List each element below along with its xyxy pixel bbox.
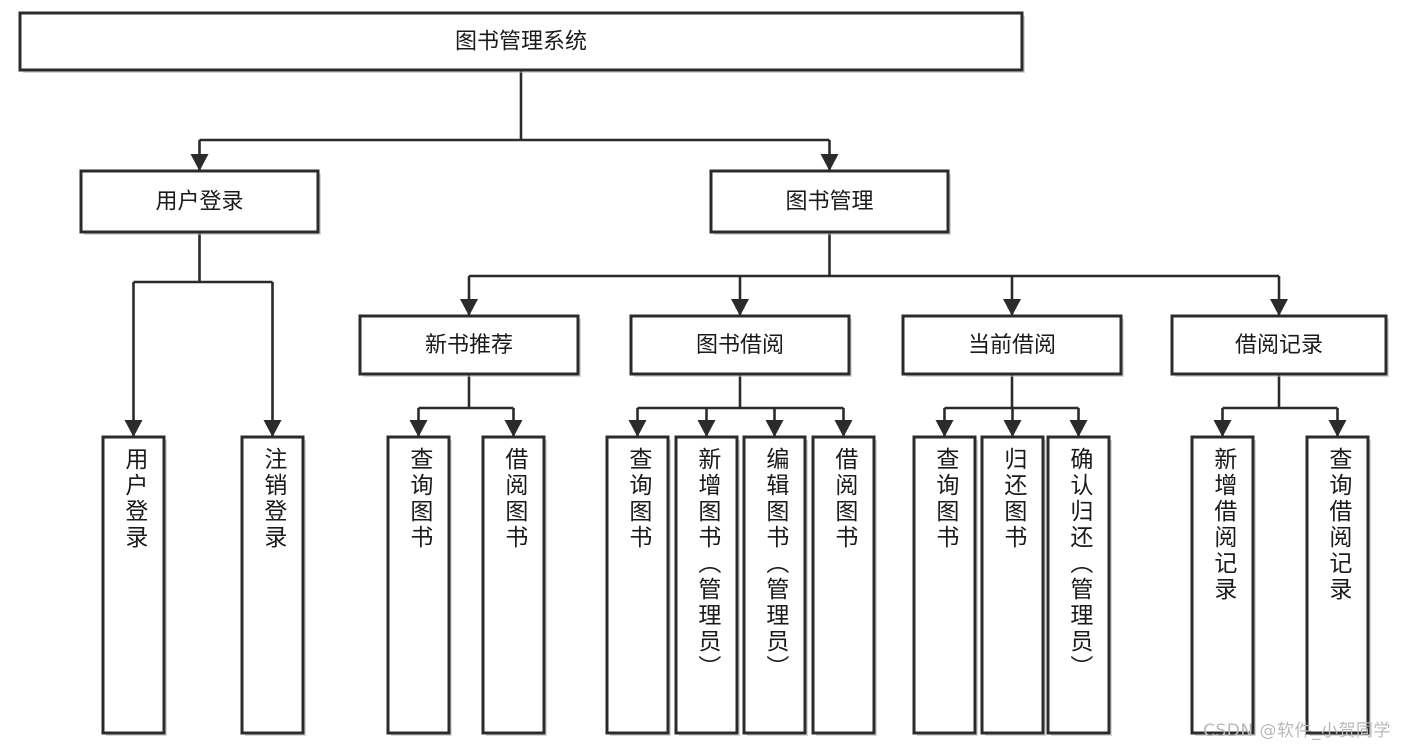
arrow-head [1003, 299, 1021, 316]
node-box-recommend-borrow-book[interactable] [481, 435, 546, 735]
node-box-record-query[interactable] [1305, 435, 1370, 735]
node-box-root[interactable] [18, 11, 1024, 72]
arrow-head [1213, 420, 1232, 437]
arrow-head [124, 420, 143, 437]
boxes-layer [18, 11, 1389, 736]
connectors-layer [124, 70, 1347, 437]
node-box-user-login[interactable] [79, 169, 320, 234]
node-box-record-add[interactable] [1190, 435, 1255, 735]
arrow-head [1069, 420, 1088, 437]
node-box-recommend-query-book[interactable] [386, 435, 451, 735]
node-label-book-manage: 图书管理 [785, 190, 873, 215]
node-label-borrow-record: 借阅记录 [1235, 333, 1323, 358]
arrow-head [504, 420, 523, 437]
arrow-head [263, 420, 282, 437]
arrow-head [460, 299, 478, 316]
arrow-head [731, 299, 749, 316]
node-box-book-borrow[interactable] [629, 314, 851, 376]
node-box-current-borrow[interactable] [901, 314, 1123, 376]
node-label-root: 图书管理系统 [455, 30, 587, 55]
arrow-head [190, 154, 209, 171]
node-box-borrow-query-book[interactable] [605, 435, 670, 735]
node-box-current-query-book[interactable] [912, 435, 977, 735]
node-box-book-manage[interactable] [709, 169, 950, 234]
arrow-head [1003, 420, 1022, 437]
node-label-book-borrow: 图书借阅 [696, 333, 784, 358]
arrow-head [834, 420, 853, 437]
arrow-head [697, 420, 716, 437]
arrow-head [765, 420, 784, 437]
node-box-current-return-book[interactable] [980, 435, 1045, 735]
arrow-head [820, 154, 839, 171]
arrow-head [409, 420, 428, 437]
node-label-current-borrow: 当前借阅 [968, 333, 1056, 358]
node-box-borrow-edit-book[interactable] [742, 435, 807, 735]
arrow-head [1270, 299, 1288, 316]
node-label-new-book-recommend: 新书推荐 [425, 333, 513, 358]
arrow-head [1328, 420, 1347, 437]
node-label-user-login: 用户登录 [155, 190, 243, 215]
node-box-current-confirm-return[interactable] [1046, 435, 1111, 735]
node-box-leaf-user-login[interactable] [101, 435, 166, 735]
node-box-borrow-add-book[interactable] [674, 435, 739, 735]
node-box-borrow-record[interactable] [1170, 314, 1388, 376]
arrow-head [628, 420, 647, 437]
node-box-leaf-user-logout[interactable] [240, 435, 305, 735]
watermark-text: CSDN @软件_小贺同学 [1203, 721, 1391, 741]
node-box-borrow-borrow-book[interactable] [811, 435, 876, 735]
arrow-head [935, 420, 954, 437]
node-box-new-book-recommend[interactable] [358, 314, 580, 376]
